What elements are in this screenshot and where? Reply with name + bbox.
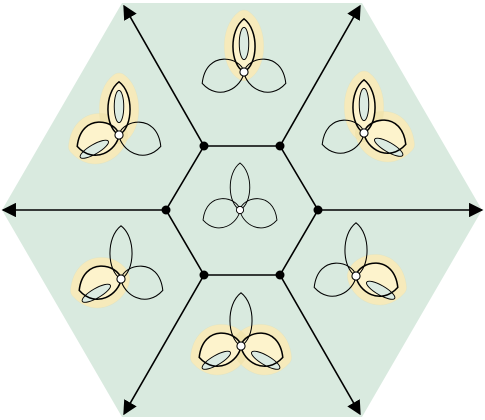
glyph-center: [202, 162, 278, 229]
halo-core-left: [79, 266, 121, 300]
vertex-dot-icon: [199, 270, 209, 280]
inner-lens-top: [113, 89, 125, 124]
loop-right: [118, 121, 162, 156]
inner-lens-top: [238, 26, 250, 61]
loop-right: [240, 332, 284, 368]
glyph-top-right: [321, 70, 415, 163]
loop-left: [201, 58, 245, 93]
loop-left: [198, 332, 242, 368]
vertices-layer: [161, 141, 323, 280]
loop-right: [363, 119, 407, 155]
loop-top: [232, 17, 256, 73]
vertex-dot-icon: [161, 205, 171, 215]
glyph-bottom-left: [70, 225, 164, 309]
glyph-bottom: [190, 292, 292, 376]
ray-up-left: [123, 4, 205, 147]
ray-down-left: [123, 274, 205, 416]
loop-left: [76, 121, 120, 157]
loop-right: [355, 262, 399, 298]
ray-down-right: [279, 274, 361, 416]
loop-top: [344, 222, 368, 277]
loop-top: [107, 80, 131, 136]
loop-left: [202, 198, 241, 229]
vertex-dot-icon: [199, 141, 209, 151]
glyph-top: [201, 9, 287, 93]
vertex-dot-icon: [275, 270, 285, 280]
loop-right: [120, 265, 164, 300]
ray-up-right: [279, 4, 361, 147]
basepoint-icon: [235, 205, 245, 215]
glyph-top-left: [68, 72, 162, 165]
basepoint-icon: [114, 130, 124, 140]
loop-left: [313, 262, 357, 297]
basepoint-icon: [116, 274, 126, 284]
loop-left: [78, 265, 122, 301]
basepoint-icon: [351, 271, 361, 281]
basepoint-icon: [239, 67, 249, 77]
halo-core-left: [199, 333, 241, 367]
glyph-bottom-right: [313, 222, 407, 306]
vertex-dot-icon: [313, 205, 323, 215]
inner-lens-top: [358, 87, 370, 122]
loop-top: [229, 292, 253, 347]
halo-core-left: [77, 122, 119, 156]
loop-top: [352, 78, 376, 134]
glyphs-layer: [68, 9, 415, 376]
loop-top: [109, 225, 133, 280]
halo-core-right: [356, 263, 398, 297]
basepoint-icon: [236, 341, 246, 351]
loop-left: [321, 119, 365, 154]
halo-core-right: [241, 333, 283, 367]
loop-right: [239, 198, 278, 229]
halo-core-right: [364, 120, 406, 154]
loop-top: [229, 162, 251, 211]
loop-right: [243, 58, 287, 93]
vertex-dot-icon: [275, 141, 285, 151]
basepoint-icon: [359, 128, 369, 138]
